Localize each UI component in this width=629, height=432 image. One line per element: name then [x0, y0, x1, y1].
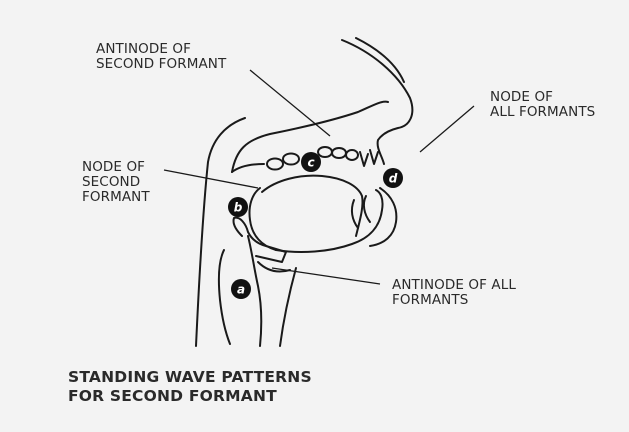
leader-antinode-second — [250, 70, 330, 136]
caption-line: FOR SECOND FORMANT — [68, 387, 312, 406]
label-line: NODE OF — [490, 90, 595, 105]
figure-caption: STANDING WAVE PATTERNS FOR SECOND FORMAN… — [68, 368, 312, 406]
marker-a-label: a — [237, 283, 245, 297]
upper-teeth — [267, 147, 378, 170]
label-antinode-second-formant: ANTINODE OF SECOND FORMANT — [96, 42, 226, 72]
caption-line: STANDING WAVE PATTERNS — [68, 368, 312, 387]
marker-c: c — [301, 152, 321, 172]
marker-a: a — [231, 279, 251, 299]
label-line: ANTINODE OF — [96, 42, 226, 57]
marker-b-label: b — [234, 201, 243, 215]
label-line: SECOND — [82, 175, 150, 190]
label-line: ALL FORMANTS — [490, 105, 595, 120]
leader-antinode-all — [272, 268, 380, 284]
marker-d: d — [383, 168, 403, 188]
lower-jaw-outline — [276, 190, 383, 252]
marker-d-label: d — [389, 172, 398, 186]
face-profile-outline — [342, 40, 412, 164]
label-line: FORMANTS — [392, 293, 516, 308]
label-line: FORMANT — [82, 190, 150, 205]
label-line: NODE OF — [82, 160, 150, 175]
leader-node-second — [164, 170, 258, 188]
pharynx-back-wall — [219, 250, 230, 344]
lower-lip — [370, 188, 396, 246]
neck-front-outline — [280, 268, 296, 346]
marker-b: b — [228, 197, 248, 217]
palate-outline — [232, 164, 264, 172]
forehead-line — [356, 38, 404, 82]
label-antinode-all-formants: ANTINODE OF ALL FORMANTS — [392, 278, 516, 308]
label-node-second-formant: NODE OF SECOND FORMANT — [82, 160, 150, 205]
label-line: ANTINODE OF ALL — [392, 278, 516, 293]
tongue-outline — [262, 176, 363, 236]
leader-node-all — [420, 106, 474, 152]
label-line: SECOND FORMANT — [96, 57, 226, 72]
label-node-all-formants: NODE OF ALL FORMANTS — [490, 90, 595, 120]
marker-c-label: c — [307, 156, 314, 170]
